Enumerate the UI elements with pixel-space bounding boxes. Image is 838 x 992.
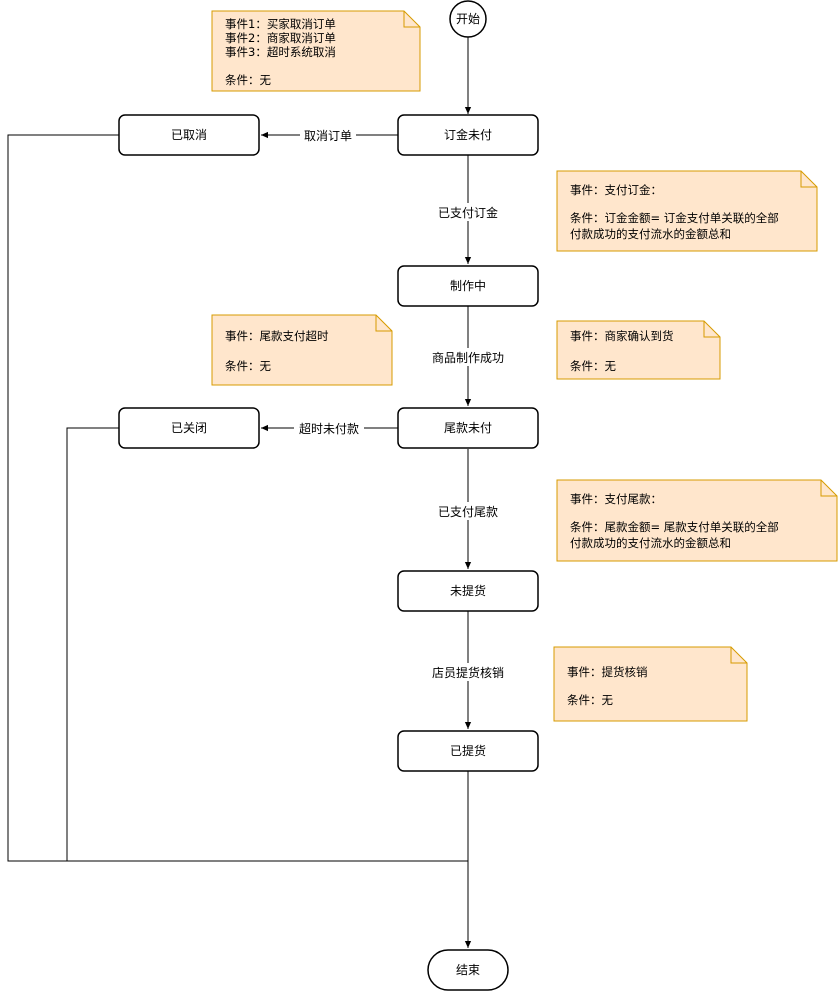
note-timeout-line-1: 事件：尾款支付超时 xyxy=(225,329,329,343)
note-balance-line-4: 付款成功的支付流水的金额总和 xyxy=(570,536,731,550)
note-confirm-line-3: 条件：无 xyxy=(570,359,616,373)
state-in-production: 制作中 xyxy=(397,265,539,307)
note-deposit-line-1: 事件：支付订金： xyxy=(570,183,662,197)
state-unpaid-balance: 尾款未付 xyxy=(397,407,539,449)
note-cancel-line-3: 事件3：超时系统取消 xyxy=(225,45,336,59)
edge-closed-to-end xyxy=(66,427,119,861)
note-cancel-line-5: 条件：无 xyxy=(225,73,271,87)
edge-label-deposit-paid: 已支付订金 xyxy=(438,205,498,220)
note-balance-timeout: 事件：尾款支付超时 条件：无 xyxy=(211,314,393,386)
start-node-label: 开始 xyxy=(456,12,480,26)
note-balance-line-1: 事件：支付尾款： xyxy=(570,492,662,506)
state-unpaid-deposit: 订金未付 xyxy=(397,114,539,156)
note-confirm-line-1: 事件：商家确认到货 xyxy=(570,329,674,343)
note-cancel-line-2: 事件2：商家取消订单 xyxy=(225,31,336,45)
note-deposit-line-4: 付款成功的支付流水的金额总和 xyxy=(570,227,731,241)
state-unpaid-deposit-label: 订金未付 xyxy=(444,127,492,142)
edge-label-production-done: 商品制作成功 xyxy=(432,350,504,365)
state-not-picked-up: 未提货 xyxy=(397,570,539,612)
state-closed-label: 已关闭 xyxy=(171,421,207,435)
state-picked-up-label: 已提货 xyxy=(450,743,486,758)
connectors xyxy=(7,37,472,948)
end-node: 结束 xyxy=(427,949,509,991)
edge-label-cancel-order: 取消订单 xyxy=(304,129,352,143)
note-merchant-confirm: 事件：商家确认到货 条件：无 xyxy=(556,320,721,380)
edge-cancelled-to-end xyxy=(7,134,468,862)
state-cancelled: 已取消 xyxy=(118,114,260,156)
edge-label-timeout-unpaid: 超时未付款 xyxy=(299,421,359,436)
note-timeout-line-3: 条件：无 xyxy=(225,359,271,373)
state-in-production-label: 制作中 xyxy=(450,278,486,293)
note-cancel-line-1: 事件1：买家取消订单 xyxy=(225,17,336,31)
state-not-picked-up-label: 未提货 xyxy=(450,583,486,598)
edge-label-clerk-verify: 店员提货核销 xyxy=(432,665,504,680)
start-node: 开始 xyxy=(449,0,487,38)
note-pay-balance: 事件：支付尾款： 条件：尾款金额= 尾款支付单关联的全部 付款成功的支付流水的金… xyxy=(556,479,838,562)
state-picked-up: 已提货 xyxy=(397,730,539,772)
edge-labels: 取消订单 已支付订金 商品制作成功 超时未付款 已支付尾款 店员提货核销 xyxy=(294,127,512,681)
note-pickup-line-1: 事件：提货核销 xyxy=(567,665,648,679)
note-deposit-line-3: 条件：订金金额= 订金支付单关联的全部 xyxy=(570,211,779,225)
note-cancel-events: 事件1：买家取消订单 事件2：商家取消订单 事件3：超时系统取消 条件：无 xyxy=(211,10,421,92)
state-closed: 已关闭 xyxy=(118,407,260,449)
state-unpaid-balance-label: 尾款未付 xyxy=(444,421,492,435)
note-balance-line-3: 条件：尾款金额= 尾款支付单关联的全部 xyxy=(570,520,779,534)
end-node-label: 结束 xyxy=(456,963,480,977)
note-pay-deposit: 事件：支付订金： 条件：订金金额= 订金支付单关联的全部 付款成功的支付流水的金… xyxy=(556,170,818,252)
state-cancelled-label: 已取消 xyxy=(171,128,207,142)
edge-label-balance-paid: 已支付尾款 xyxy=(438,505,498,519)
note-pickup-line-3: 条件：无 xyxy=(567,693,613,707)
note-pickup-verify: 事件：提货核销 条件：无 xyxy=(553,646,748,722)
